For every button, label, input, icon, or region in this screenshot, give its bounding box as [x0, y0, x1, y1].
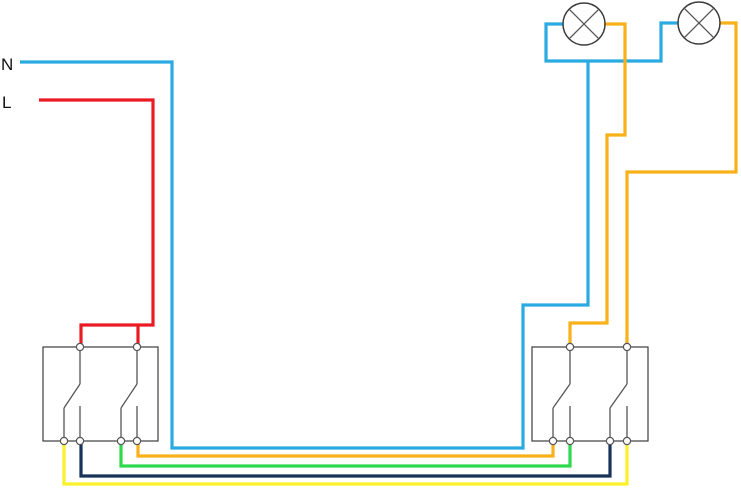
- lamp-2: [677, 1, 721, 45]
- lamp-1: [562, 2, 606, 46]
- components-layer: [42, 1, 721, 446]
- neutral-lamp-link-wire: [544, 21, 678, 63]
- traveler-yellow-wire: [62, 441, 629, 486]
- line-feed-wire: [39, 98, 155, 347]
- line-label: L: [2, 93, 11, 112]
- gang-lever: [552, 383, 571, 409]
- gang-lever: [63, 383, 81, 409]
- gang-lever: [120, 383, 138, 409]
- switch-box: [531, 346, 649, 442]
- neutral-feed-wire: [20, 60, 590, 450]
- lamp-cross-line: [568, 8, 600, 40]
- terminal: [622, 436, 632, 446]
- terminal: [605, 436, 615, 446]
- switch-left: [42, 342, 159, 446]
- terminal: [565, 342, 575, 352]
- traveler-navy-wire: [79, 441, 612, 478]
- terminal: [565, 436, 575, 446]
- terminal: [75, 436, 85, 446]
- terminal: [622, 342, 632, 352]
- gang-lever: [609, 383, 628, 409]
- terminal: [132, 436, 142, 446]
- switch-right: [531, 342, 649, 446]
- terminal: [75, 342, 85, 352]
- neutral-label: N: [1, 55, 13, 74]
- terminal: [116, 436, 126, 446]
- terminal: [132, 342, 142, 352]
- traveler-green-wire: [119, 441, 572, 468]
- lamp-cross-line: [683, 7, 715, 39]
- terminal: [548, 436, 558, 446]
- lamp1-switched-wire: [568, 22, 627, 347]
- wires-layer: [20, 21, 738, 486]
- terminal: [59, 436, 69, 446]
- traveler-orange-wire: [136, 441, 555, 458]
- switch-box: [42, 346, 159, 442]
- lamp2-switched-wire: [625, 21, 738, 347]
